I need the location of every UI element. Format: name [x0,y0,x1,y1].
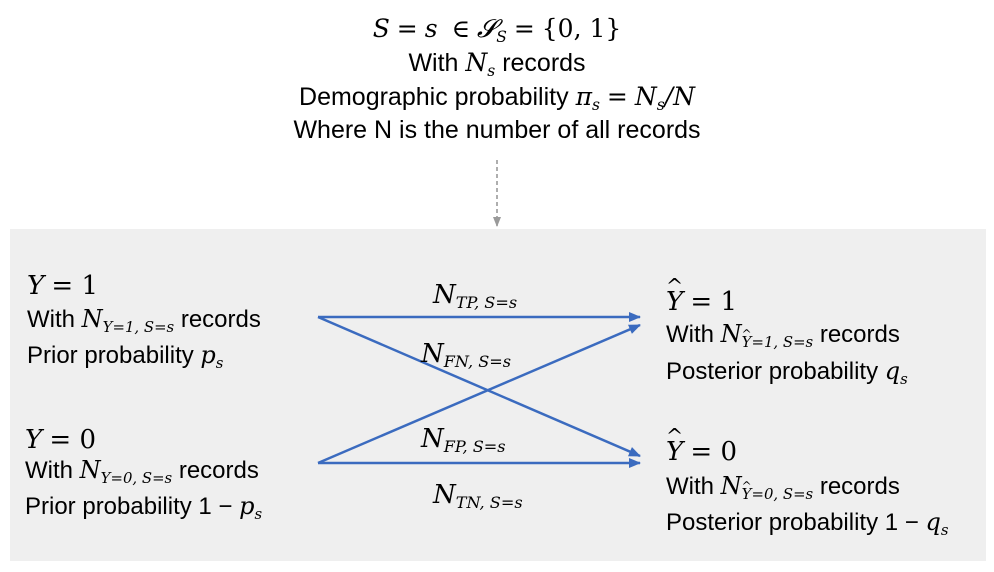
total-records-note: Where N is the number of all records [293,116,701,144]
label-true-positive: NTP, S=s [433,280,518,313]
y0-record-count: With NY=0, S=s records [25,456,259,487]
sensitive-attribute-definition: S = s ∈ 𝓢S = {0, 1} [372,14,622,46]
yhat1-record-count: With NY=1, S=s records [666,320,900,351]
label-false-positive: NFP, S=s [421,424,506,457]
y1-title: Y = 1 [27,271,98,301]
yhat0-posterior-probability: Posterior probability 1 − qs [666,508,949,539]
yhat1-title: Y = 1 [666,288,737,315]
y0-prior-probability: Prior probability 1 − ps [25,492,263,523]
yhat1-posterior-probability: Posterior probability qs [666,357,908,388]
label-false-negative: NFN, S=s [421,339,512,372]
arrow-fp [317,323,641,465]
y0-title: Y = 0 [25,425,96,455]
arrow-fn [317,315,641,458]
y1-record-count: With NY=1, S=s records [27,305,261,336]
yhat0-title: Y = 0 [666,438,737,465]
group-record-count: With Ns records [408,48,586,80]
label-true-negative: NTN, S=s [433,480,523,513]
demographic-probability: Demographic probability πs = Ns/N [299,82,695,114]
y1-prior-probability: Prior probability ps [27,341,224,372]
yhat0-record-count: With NY=0, S=s records [666,472,900,503]
